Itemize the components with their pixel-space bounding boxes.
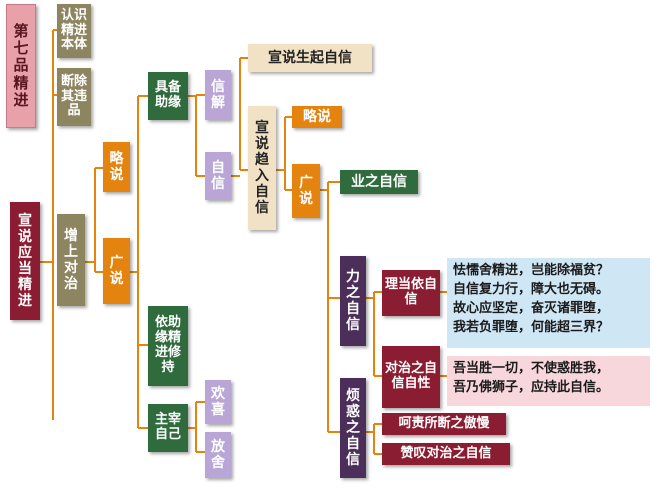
- verse-panel-blue: 怯懦舍精进，岂能除福贫？ 自信复力行，障大也无碍。 故心应坚定，奋灭诸罪堕， 我…: [447, 258, 650, 348]
- node-selfconf: 自信: [205, 152, 231, 200]
- verse-line: 我若负罪堕，何能超三界？: [453, 319, 610, 335]
- node-increase: 增上对治: [57, 214, 85, 306]
- node-joy: 欢喜: [205, 380, 231, 424]
- node-release: 放舍: [205, 432, 231, 478]
- node-power: 力之自信: [340, 256, 366, 346]
- node-broad-1: 广说: [103, 238, 130, 304]
- node-antidote: 对治之自信自性: [382, 346, 440, 408]
- node-faith: 信解: [205, 70, 231, 120]
- verse-line: 自信复力行，障大也无碍。: [453, 281, 610, 297]
- node-arise: 宣说生起自信: [248, 44, 372, 72]
- node-recognize: 认识精进本体: [57, 4, 91, 58]
- node-broad-2: 广说: [292, 164, 320, 218]
- node-rely: 依助缘精进修持: [148, 306, 188, 386]
- verse-line: 故心应坚定，奋灭诸罪堕，: [453, 300, 610, 316]
- verse-panel-pink: 吾当胜一切，不使惑胜我， 吾乃佛狮子，应持此自信。: [447, 356, 650, 406]
- node-root: 宣说应当精进: [10, 202, 40, 320]
- node-reason: 理当依自信: [382, 270, 440, 316]
- node-remove: 断除其违品: [57, 68, 91, 126]
- node-master: 主宰自己: [148, 404, 188, 452]
- verse-line: 怯懦舍精进，岂能除福贫？: [453, 263, 610, 278]
- node-scold: 呵责所断之傲慢: [382, 413, 506, 435]
- chapter-title: 第七品 精进: [6, 4, 36, 128]
- node-brief-2: 略说: [292, 106, 342, 128]
- node-brief-1: 略说: [103, 142, 130, 192]
- node-afflict: 烦惑之自信: [340, 378, 366, 478]
- node-karma: 业之自信: [340, 170, 418, 194]
- verse-line: 吾当胜一切，不使惑胜我，: [453, 361, 610, 376]
- node-praise: 赞叹对治之自信: [382, 443, 510, 465]
- node-equip: 具备助缘: [148, 72, 188, 120]
- node-enter: 宣说趋入自信: [248, 106, 276, 230]
- verse-line: 吾乃佛狮子，应持此自信。: [453, 379, 610, 395]
